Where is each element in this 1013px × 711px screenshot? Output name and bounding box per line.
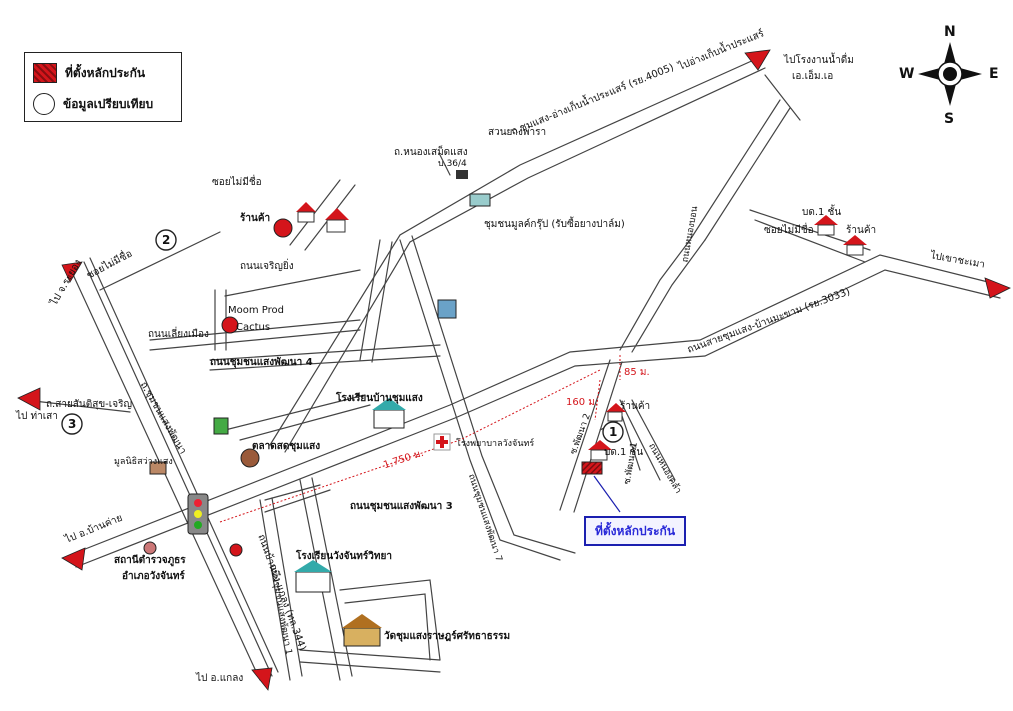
hospital-icon [433, 433, 451, 451]
legend-row-compare: ข้อมูลเปรียบเทียบ [33, 93, 153, 115]
label-wangchan-school: โรงเรียนวังจันทร์วิทยา [296, 551, 392, 562]
label-sai-kuan: ถ.สายสันติสุข-เจริญ [46, 399, 132, 410]
label-soi-no-name-right: ซอยไม่มีชื่อ [764, 225, 814, 236]
house-icons [296, 202, 867, 461]
label-chumchon-4: ถนนชุมชนแสงพัฒนา 4 [210, 357, 313, 368]
compass-e: E [989, 66, 999, 82]
label-factory: เอ.เอ็ม.เอ [792, 71, 834, 82]
marker-3: 3 [68, 417, 77, 431]
direction-arrows [17, 49, 1011, 691]
label-soi-no-name-top: ซอยไม่มีชื่อ [212, 177, 262, 188]
site-swatch-icon [33, 63, 57, 83]
label-charoen-road: ถนนเจริญยิ่ง [240, 261, 294, 272]
legend-site-label: ที่ตั้งหลักประกัน [65, 65, 146, 80]
label-to-thaluang: ไป ท่าเสา [16, 411, 58, 422]
collateral-site-marker [581, 461, 603, 475]
label-to-klaeng: ไป อ.แกลง [196, 673, 244, 684]
label-house-site: บด.1 ชั้น [604, 447, 644, 458]
marker-1: 1 [609, 425, 618, 439]
distance-lines [219, 355, 621, 523]
label-police2: อำเภอวังจันทร์ [122, 571, 185, 582]
label-cactus: Cactus [236, 322, 271, 333]
building-icons [294, 398, 406, 647]
label-hospital: โรงพยาบาลวังจันทร์ [456, 439, 535, 449]
label-nong-sa-mo: ถ.หนองเสม็ดแสง [394, 147, 468, 158]
compass-s: S [944, 111, 955, 127]
road-network [24, 54, 1001, 681]
label-wat: วัดชุมแสงราษฎร์ศรัทธาธรรม [384, 631, 511, 642]
map-legend: ที่ตั้งหลักประกัน ข้อมูลเปรียบเทียบ [24, 52, 182, 122]
legend-row-site: ที่ตั้งหลักประกัน [33, 63, 145, 83]
label-shop-top: ร้านค้า [240, 213, 271, 224]
label-school-chumsaeng: โรงเรียนบ้านชุมแสง [336, 393, 423, 404]
compass-n: N [944, 24, 956, 40]
label-pal-group: ชุมชนมูลค์กรุ๊ป (รับซื้อยางปาล์ม) [484, 219, 625, 230]
compare-circle-icon [33, 93, 55, 115]
label-chumchon-3: ถนนชุมชนแสงพัฒนา 3 [350, 501, 453, 512]
label-rubber-garden: สวนยางพารา [488, 127, 547, 138]
distance-85: 85 ม. [624, 367, 650, 378]
label-shop-site: ร้านค้า [620, 401, 651, 412]
compass-icon [918, 42, 982, 106]
label-foundation: มูลนิธิสว่างแสง [114, 457, 173, 467]
label-lian-mueang: ถนนเลี่ยงเมือง [148, 329, 209, 340]
numbered-markers [61, 229, 624, 443]
label-house-1floor: บด.1 ชั้น [802, 207, 842, 218]
label-police: สถานีตำรวจภูธร [114, 555, 186, 566]
traffic-light-icon [187, 493, 209, 535]
marker-2: 2 [162, 233, 171, 247]
compass-w: W [899, 66, 915, 82]
label-to-factory: ไปโรงงานน้ำดื่ม [784, 55, 854, 66]
label-moo-36: บ.36/4 [438, 159, 467, 169]
site-callout: ที่ตั้งหลักประกัน [584, 516, 686, 546]
distance-160: 160 ม. [566, 397, 599, 408]
label-moom-prod: Moom Prod [228, 305, 284, 316]
legend-compare-label: ข้อมูลเปรียบเทียบ [63, 96, 154, 111]
label-shop-right: ร้านค้า [846, 225, 877, 236]
shop-icons [143, 170, 491, 557]
label-market: ตลาดสดชุมแสง [252, 441, 321, 452]
